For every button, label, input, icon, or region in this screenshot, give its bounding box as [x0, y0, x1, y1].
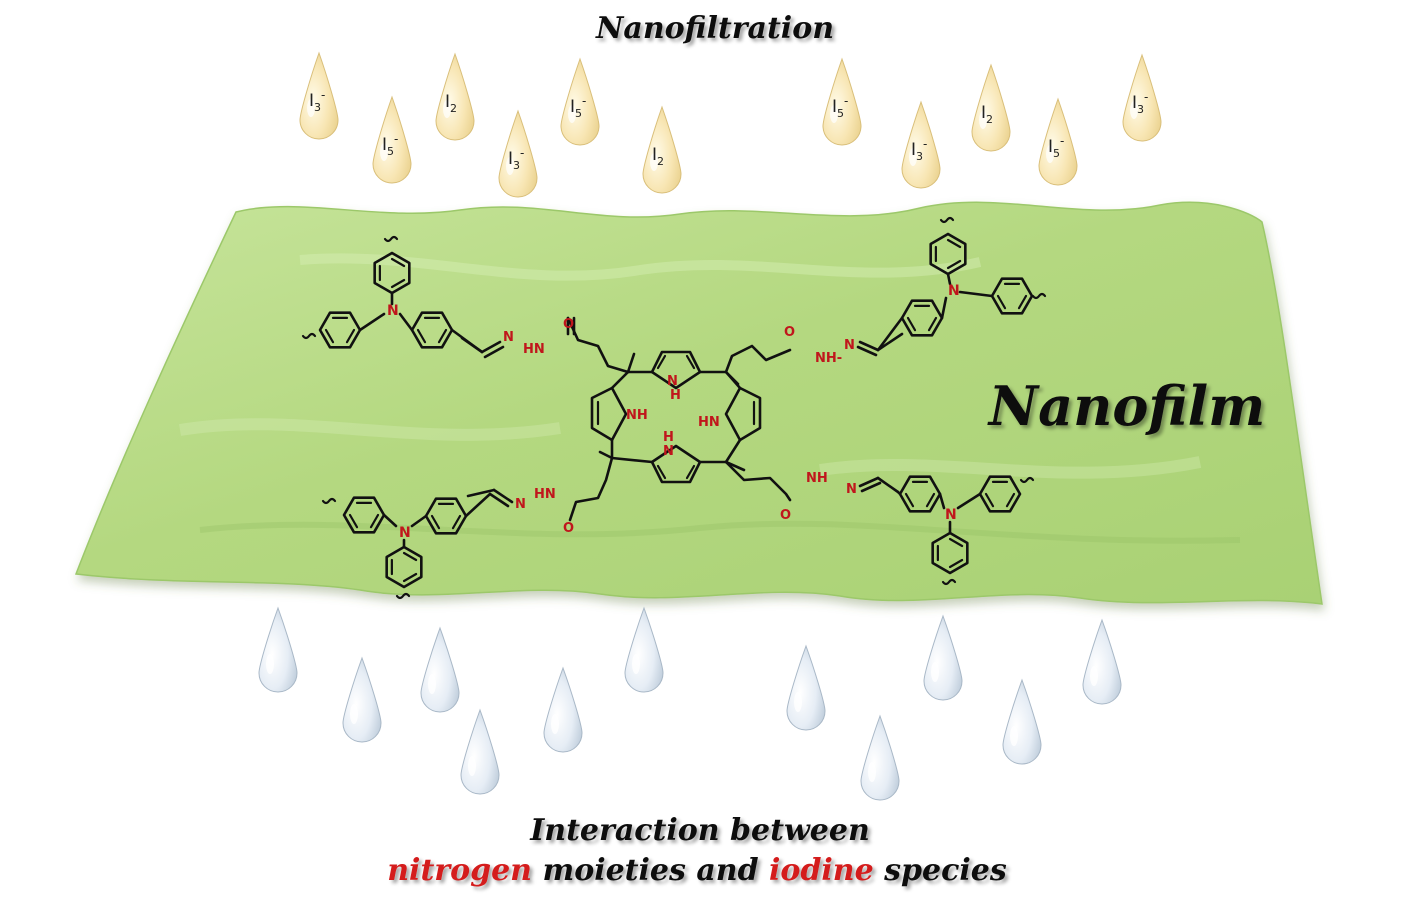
carbonyl-o-bl: O	[563, 521, 574, 536]
hydrazone-linker-bottom-left: O HN N	[466, 487, 574, 536]
water-drop	[460, 708, 500, 795]
iodine-species-label: I5-	[570, 94, 586, 120]
pyrrole-h-top: H	[670, 388, 681, 403]
n-bl: N	[515, 497, 526, 512]
hydrazone-linker-top-right: O NH- N	[784, 325, 904, 366]
water-drops	[258, 606, 1122, 801]
benzene-ring	[342, 496, 386, 534]
iodine-species-label: I3-	[911, 137, 927, 163]
iodine-drop: I2	[435, 52, 475, 141]
iodine-species-label: I2	[652, 145, 664, 168]
iodine-drop: I2	[971, 63, 1011, 152]
water-drop	[258, 606, 298, 693]
iodine-drop: I5-	[560, 57, 600, 146]
pyrrole-nh-left: NH	[626, 408, 648, 423]
water-drop	[1082, 618, 1122, 705]
water-drop	[786, 644, 826, 731]
water-drop	[342, 656, 382, 743]
carbonyl-o-tl: O	[563, 317, 574, 332]
caption-line-1: Interaction between	[529, 813, 870, 848]
chemical-structure: N H H N NH HN	[301, 216, 1047, 600]
water-drop	[420, 626, 460, 713]
benzene-ring	[385, 545, 423, 589]
carbonyl-o-tr: O	[784, 325, 795, 340]
iodine-species-label: I3-	[1132, 90, 1148, 116]
film-label: Nanofilm	[987, 374, 1266, 438]
benzene-ring	[931, 531, 969, 575]
film-surface	[74, 201, 1323, 605]
iodine-drop: I3-	[1122, 53, 1162, 142]
benzene-ring	[318, 311, 362, 349]
water-drop	[923, 614, 963, 701]
iodine-species-label: I2	[981, 103, 993, 126]
nh-br: NH	[806, 471, 828, 486]
nh-tr: NH-	[815, 351, 842, 366]
nanofilm-membrane	[74, 201, 1323, 605]
iodine-species-label: I5-	[382, 132, 398, 158]
amine-nitrogen: N	[945, 507, 957, 523]
iodine-species-label: I3-	[309, 88, 325, 114]
caption-line-2: nitrogen moieties and iodine species	[387, 853, 1007, 888]
iodine-drop: I3-	[299, 51, 339, 140]
iodine-species-label: I3-	[508, 146, 524, 172]
pyrrole-h-bottom: H	[663, 430, 674, 445]
hydrazone-linker-bottom-right: O NH N	[780, 471, 900, 523]
iodine-drop: I5-	[1038, 97, 1078, 186]
n-tr: N	[844, 338, 855, 353]
water-drop	[624, 606, 664, 693]
diagram-title: Nanofiltration	[595, 11, 834, 46]
hn-bl: HN	[534, 487, 556, 502]
n-br: N	[846, 482, 857, 497]
pyrrole-n-bottom: N	[663, 444, 674, 459]
n-tl: N	[503, 330, 514, 345]
water-drop	[543, 666, 583, 753]
iodine-drop: I2	[642, 105, 682, 194]
pyrrole-hn-right: HN	[698, 415, 720, 430]
amine-nitrogen: N	[399, 525, 411, 541]
iodine-species-label: I5-	[1048, 134, 1064, 160]
iodine-species-label: I5-	[832, 94, 848, 120]
iodine-drop: I3-	[901, 100, 941, 189]
water-drop	[860, 714, 900, 801]
carbonyl-o-br: O	[780, 508, 791, 523]
calixpyrrole-core: N H H N NH HN	[566, 316, 792, 522]
iodine-species-label: I2	[445, 92, 457, 115]
iodine-drop: I3-	[498, 109, 538, 198]
iodine-drop: I5-	[372, 95, 412, 184]
amine-nitrogen: N	[387, 303, 399, 319]
water-drop	[1002, 678, 1042, 765]
iodine-drop: I5-	[822, 57, 862, 146]
amine-nitrogen: N	[948, 283, 960, 299]
pyrrole-n-top: N	[667, 374, 678, 389]
hn-tl: HN	[523, 342, 545, 357]
